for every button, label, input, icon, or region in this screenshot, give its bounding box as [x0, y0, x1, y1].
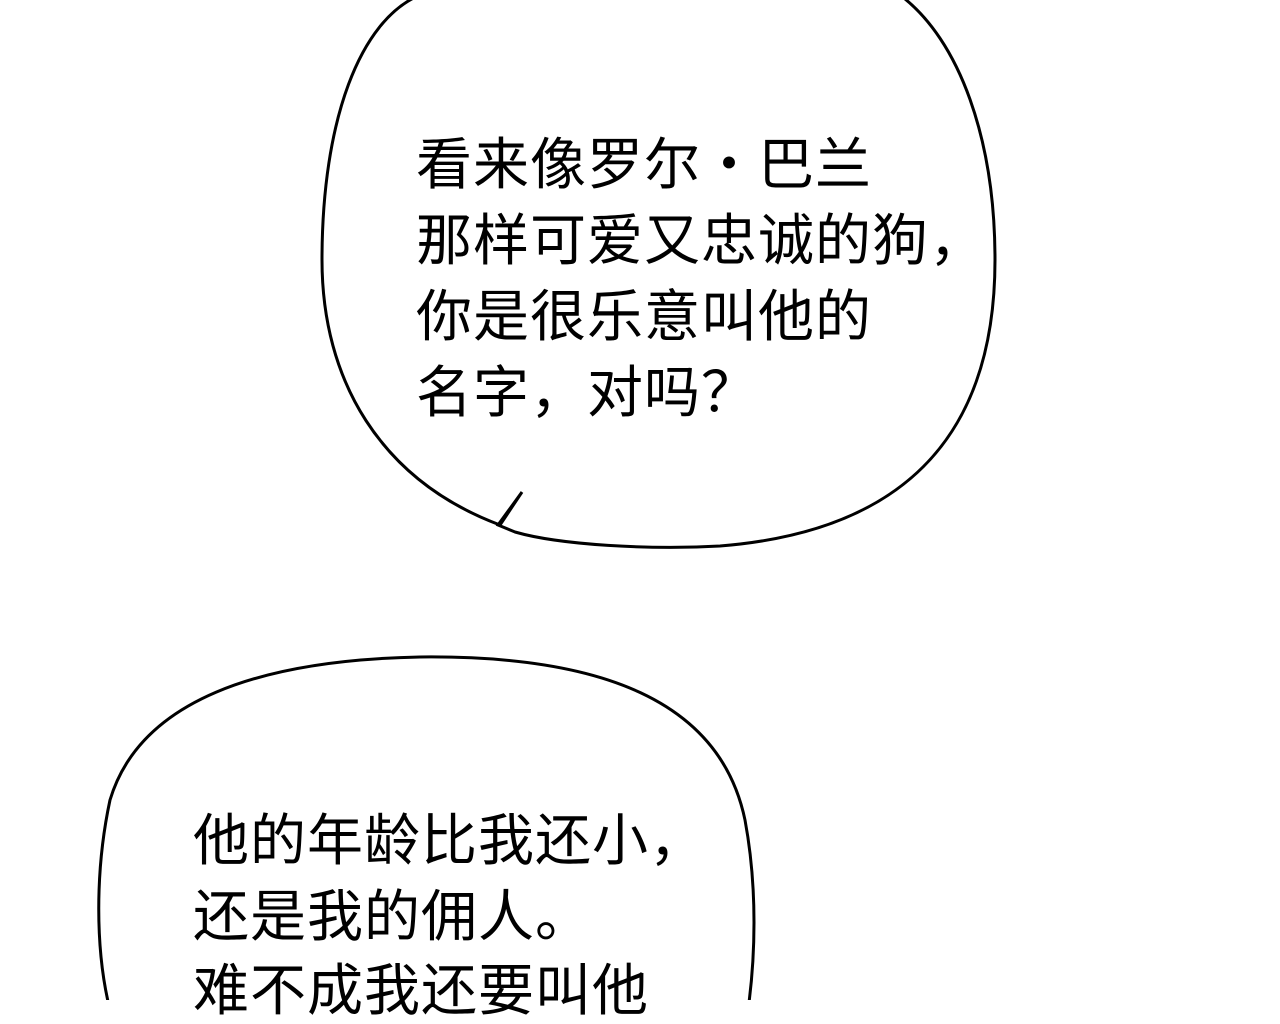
dialogue-line: 那样可爱又忠诚的狗，: [416, 209, 986, 274]
dialogue-line: 还是我的佣人。: [193, 885, 592, 950]
speech-bubble-top: [320, 0, 997, 549]
dialogue-line: 难不成我还要叫他: [193, 959, 649, 1024]
speech-bubbles: [97, 0, 997, 1000]
dialogue-line: 你是很乐意叫他的: [416, 285, 872, 350]
dialogue-line: 看来像罗尔・巴兰: [416, 133, 872, 198]
speech-bubble-bottom: [97, 655, 756, 1000]
dialogue-line: 他的年龄比我还小，: [193, 809, 706, 874]
dialogue-line: 名字，对吗？: [416, 361, 758, 426]
